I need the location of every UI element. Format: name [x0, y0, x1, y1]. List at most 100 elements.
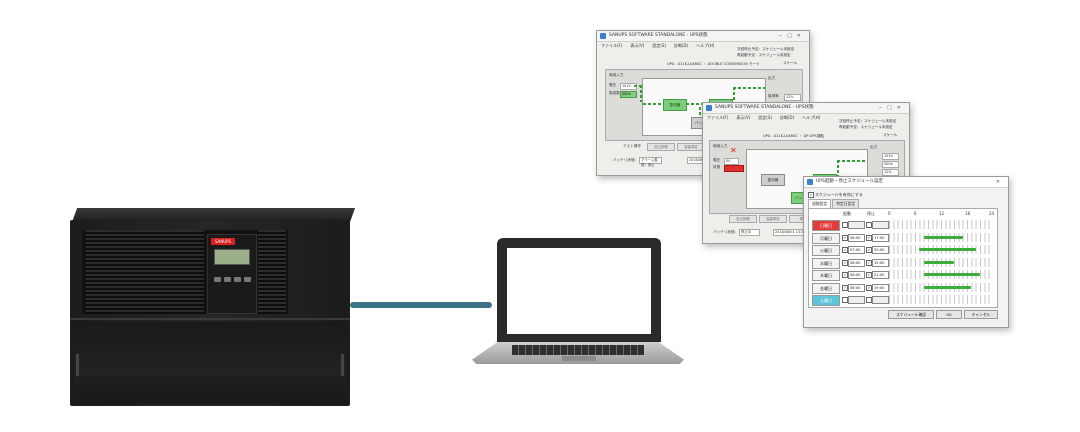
timeline-bar — [923, 235, 963, 239]
stop-time-input[interactable]: 20:00 — [872, 246, 889, 254]
capacity-test-button[interactable]: 容量測定 — [759, 215, 787, 223]
ups-lower-panel — [74, 322, 346, 404]
window-titlebar: SANUPS SOFTWARE STANDALONE - UPS状態 ‒□✕ — [703, 103, 909, 114]
window-controls-icon[interactable]: ‒□✕ — [778, 33, 806, 39]
stop-time-input[interactable]: 21:00 — [872, 271, 889, 279]
menu-diagnose[interactable]: 診断(D) — [673, 43, 689, 48]
menu-settings[interactable]: 設定(S) — [758, 115, 772, 120]
timeline-track — [889, 220, 993, 229]
stop-time-input[interactable]: 15:00 — [872, 258, 889, 267]
ups-handle-left — [76, 354, 79, 376]
flow-line — [643, 103, 663, 105]
menu-view[interactable]: 表示(V) — [736, 115, 751, 120]
alarm-indicator — [724, 165, 744, 172]
hour-tick-label: 18 — [965, 211, 971, 216]
timeline-bar — [923, 273, 980, 276]
start-enable-checkbox[interactable] — [842, 222, 848, 228]
start-enable-checkbox[interactable]: ✓ — [842, 259, 848, 266]
footer-label: バッテリ状態： — [613, 158, 639, 162]
ups-button-3 — [234, 277, 241, 282]
menu-help[interactable]: ヘルプ(H) — [696, 43, 715, 48]
window-titlebar: SANUPS SOFTWARE STANDALONE - UPS状態 ‒□✕ — [597, 31, 809, 42]
stop-time-input[interactable] — [872, 296, 889, 304]
scale-label: スケール — [883, 133, 898, 137]
model-info: UPS：A11K-Li/A80C ・ DOUBLE CONVERSION モード — [667, 62, 760, 66]
menu-settings[interactable]: 設定(S) — [652, 43, 666, 48]
frequency-label: 周波数 — [609, 91, 620, 95]
menu-diagnose[interactable]: 診断(D) — [779, 115, 795, 120]
timeline-bar — [919, 248, 976, 251]
start-time-input[interactable]: 08:00 — [848, 258, 865, 267]
menubar: ファイル(F) 表示(V) 設定(S) 診断(D) ヘルプ(H) — [703, 114, 909, 121]
start-enable-checkbox[interactable]: ✓ — [842, 284, 848, 291]
day-label: 月曜日 — [812, 232, 840, 244]
ups-handle-right — [341, 354, 344, 376]
day-label: 火曜日 — [812, 245, 840, 256]
stop-enable-checkbox[interactable]: ✓ — [866, 284, 872, 291]
menu-help[interactable]: ヘルプ(H) — [802, 115, 821, 120]
cancel-button[interactable]: キャンセル — [964, 310, 998, 319]
ok-button[interactable]: OK — [936, 310, 962, 319]
timeline-track — [889, 257, 993, 267]
voltage-label: 電圧 — [713, 158, 721, 162]
flow-line — [640, 85, 642, 102]
self-test-button[interactable]: 自己診断 — [729, 215, 757, 223]
start-time-input[interactable]: 08:00 — [848, 283, 865, 292]
start-time-input[interactable]: 08:00 — [848, 233, 865, 242]
schedule-row: 金曜日✓08:00✓19:00 — [809, 282, 997, 295]
stop-enable-checkbox[interactable]: ✓ — [866, 272, 872, 278]
ups-divider — [70, 318, 350, 320]
stop-time-input[interactable]: 17:00 — [872, 233, 889, 242]
day-label: 水曜日 — [812, 257, 840, 269]
timeline-track — [889, 270, 993, 279]
schedule-row: 日曜日 — [809, 219, 997, 232]
next-stop-info: 次回停止予定：スケジュール未設定 — [839, 119, 897, 123]
stop-enable-checkbox[interactable] — [866, 297, 872, 303]
laptop-base — [472, 342, 684, 364]
self-test-button[interactable]: 自己診断 — [647, 143, 675, 151]
laptop-keyboard — [512, 345, 644, 355]
dialog-titlebar: UPS起動・停止スケジュール設定 ✕ — [804, 177, 1008, 188]
stop-time-input[interactable]: 19:00 — [872, 283, 889, 292]
stop-enable-checkbox[interactable]: ✓ — [866, 234, 872, 241]
check-schedule-button[interactable]: スケジュール確認 — [888, 310, 934, 319]
start-enable-checkbox[interactable]: ✓ — [842, 272, 848, 278]
timeline-track — [889, 282, 993, 292]
close-icon[interactable]: ✕ — [995, 179, 1005, 185]
window-controls-icon[interactable]: ‒□✕ — [878, 105, 906, 111]
start-time-input[interactable] — [848, 296, 865, 304]
menu-file[interactable]: ファイル(F) — [707, 115, 729, 120]
menu-file[interactable]: ファイル(F) — [601, 43, 623, 48]
next-stop-info: 次回停止予定：スケジュール未設定 — [737, 47, 795, 51]
stop-enable-checkbox[interactable]: ✓ — [866, 259, 872, 266]
load-value: 12% — [882, 169, 899, 176]
schedule-row: 土曜日 — [809, 294, 997, 307]
test-label: テスト操作 — [623, 144, 641, 148]
footer-label: バッテリ状態： — [713, 230, 739, 234]
stop-enable-checkbox[interactable] — [866, 222, 872, 228]
footer-status: 停止中 — [739, 229, 760, 236]
start-time-input[interactable] — [848, 221, 865, 229]
stop-time-input[interactable] — [872, 221, 889, 229]
menu-view[interactable]: 表示(V) — [630, 43, 645, 48]
stop-enable-checkbox[interactable]: ✓ — [866, 247, 872, 253]
scale-label: スケール — [783, 61, 798, 65]
col-stop-header: 停止 — [867, 211, 875, 216]
voltage-value: 0V — [724, 158, 739, 165]
ups-lcd-display — [214, 249, 250, 265]
timeline-track — [889, 232, 993, 242]
ups-front-panel: SANUPS — [82, 230, 288, 314]
start-enable-checkbox[interactable]: ✓ — [842, 247, 848, 253]
start-enable-checkbox[interactable]: ✓ — [842, 234, 848, 241]
capacity-test-button[interactable]: 容量測定 — [677, 143, 705, 151]
model-info: UPS：A11K-Li/A80C ・ DP-UPS運転 — [763, 134, 825, 138]
start-time-input[interactable]: 08:00 — [848, 271, 865, 279]
day-label: 金曜日 — [812, 282, 840, 294]
schedule-row: 火曜日✓07:00✓20:00 — [809, 244, 997, 257]
laptop-trackpad — [562, 356, 596, 361]
timeline-bar — [923, 285, 972, 289]
enable-schedule-checkbox[interactable]: ✓ — [808, 192, 814, 198]
start-time-input[interactable]: 07:00 — [848, 246, 865, 254]
start-enable-checkbox[interactable] — [842, 297, 848, 303]
ups-control-panel: SANUPS — [207, 234, 257, 314]
